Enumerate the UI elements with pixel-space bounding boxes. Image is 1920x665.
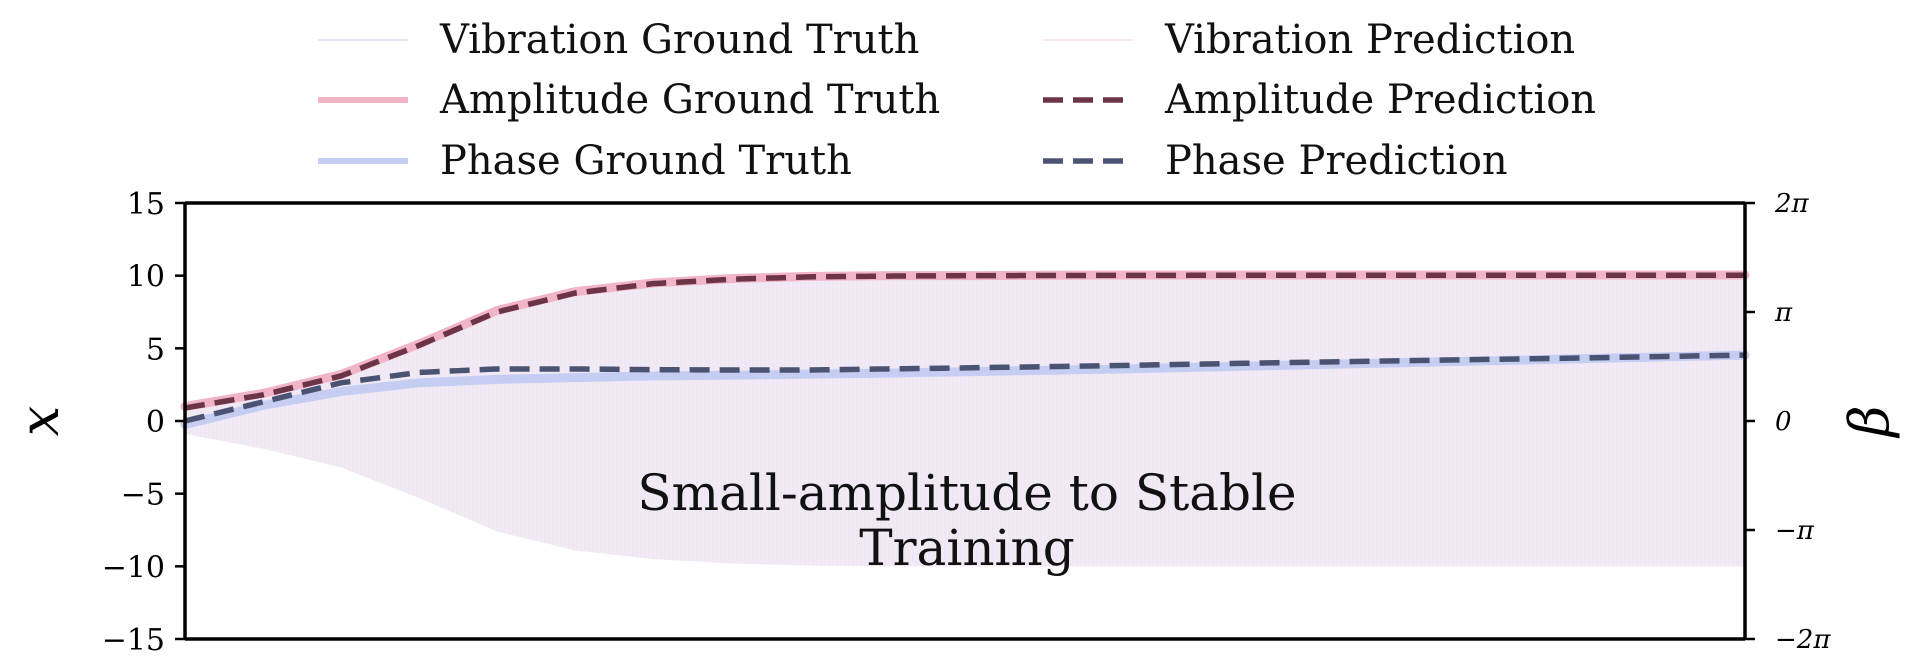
legend-label: Amplitude Ground Truth xyxy=(439,77,940,123)
left-y-tick-label: −5 xyxy=(121,478,165,513)
left-y-tick-label: 5 xyxy=(146,332,165,367)
legend-label: Amplitude Prediction xyxy=(1164,77,1596,123)
legend-entry-vibration-ground-truth: Vibration Ground Truth xyxy=(318,17,919,63)
left-y-tick-label: 0 xyxy=(146,405,165,440)
legend-entry-amplitude-ground-truth: Amplitude Ground Truth xyxy=(318,77,940,123)
right-y-tick-label: −2π xyxy=(1775,625,1831,655)
legend-label: Phase Ground Truth xyxy=(440,138,852,184)
annotation-text: Small-amplitude to Stable xyxy=(637,464,1296,522)
left-y-tick-label: −15 xyxy=(102,623,165,658)
legend-entry-vibration-prediction: Vibration Prediction xyxy=(1043,17,1575,63)
right-y-tick-label: 0 xyxy=(1775,407,1792,437)
left-y-tick-label: 15 xyxy=(127,187,165,222)
series-lines-layer xyxy=(180,270,1750,429)
left-y-tick-label: −10 xyxy=(102,550,165,585)
phase-prediction-line xyxy=(184,352,1746,424)
legend-label: Phase Prediction xyxy=(1165,138,1508,184)
right-y-tick-label: π xyxy=(1774,298,1793,328)
amplitude-prediction-line xyxy=(184,272,1745,411)
legend: Vibration Ground Truth Vibration Predicti… xyxy=(318,17,1596,184)
right-y-axis-label: β xyxy=(1838,405,1901,438)
axes-layer: 15 10 5 0 −5 −10 −15 2π π 0 −π −2π x β xyxy=(8,187,1901,658)
legend-label: Vibration Prediction xyxy=(1164,17,1575,63)
vibration-fill-layer xyxy=(184,275,1746,567)
legend-label: Vibration Ground Truth xyxy=(439,17,919,63)
legend-entry-phase-ground-truth: Phase Ground Truth xyxy=(318,138,852,184)
right-y-tick-label: 2π xyxy=(1774,189,1810,219)
left-y-tick-label: 10 xyxy=(127,260,165,295)
left-y-axis-label: x xyxy=(8,406,71,436)
legend-entry-amplitude-prediction: Amplitude Prediction xyxy=(1043,77,1596,123)
vibration-ground-truth-series xyxy=(184,275,1746,567)
legend-entry-phase-prediction: Phase Prediction xyxy=(1043,138,1508,184)
annotation-text: Training xyxy=(859,519,1074,577)
right-y-tick-label: −π xyxy=(1775,516,1815,546)
